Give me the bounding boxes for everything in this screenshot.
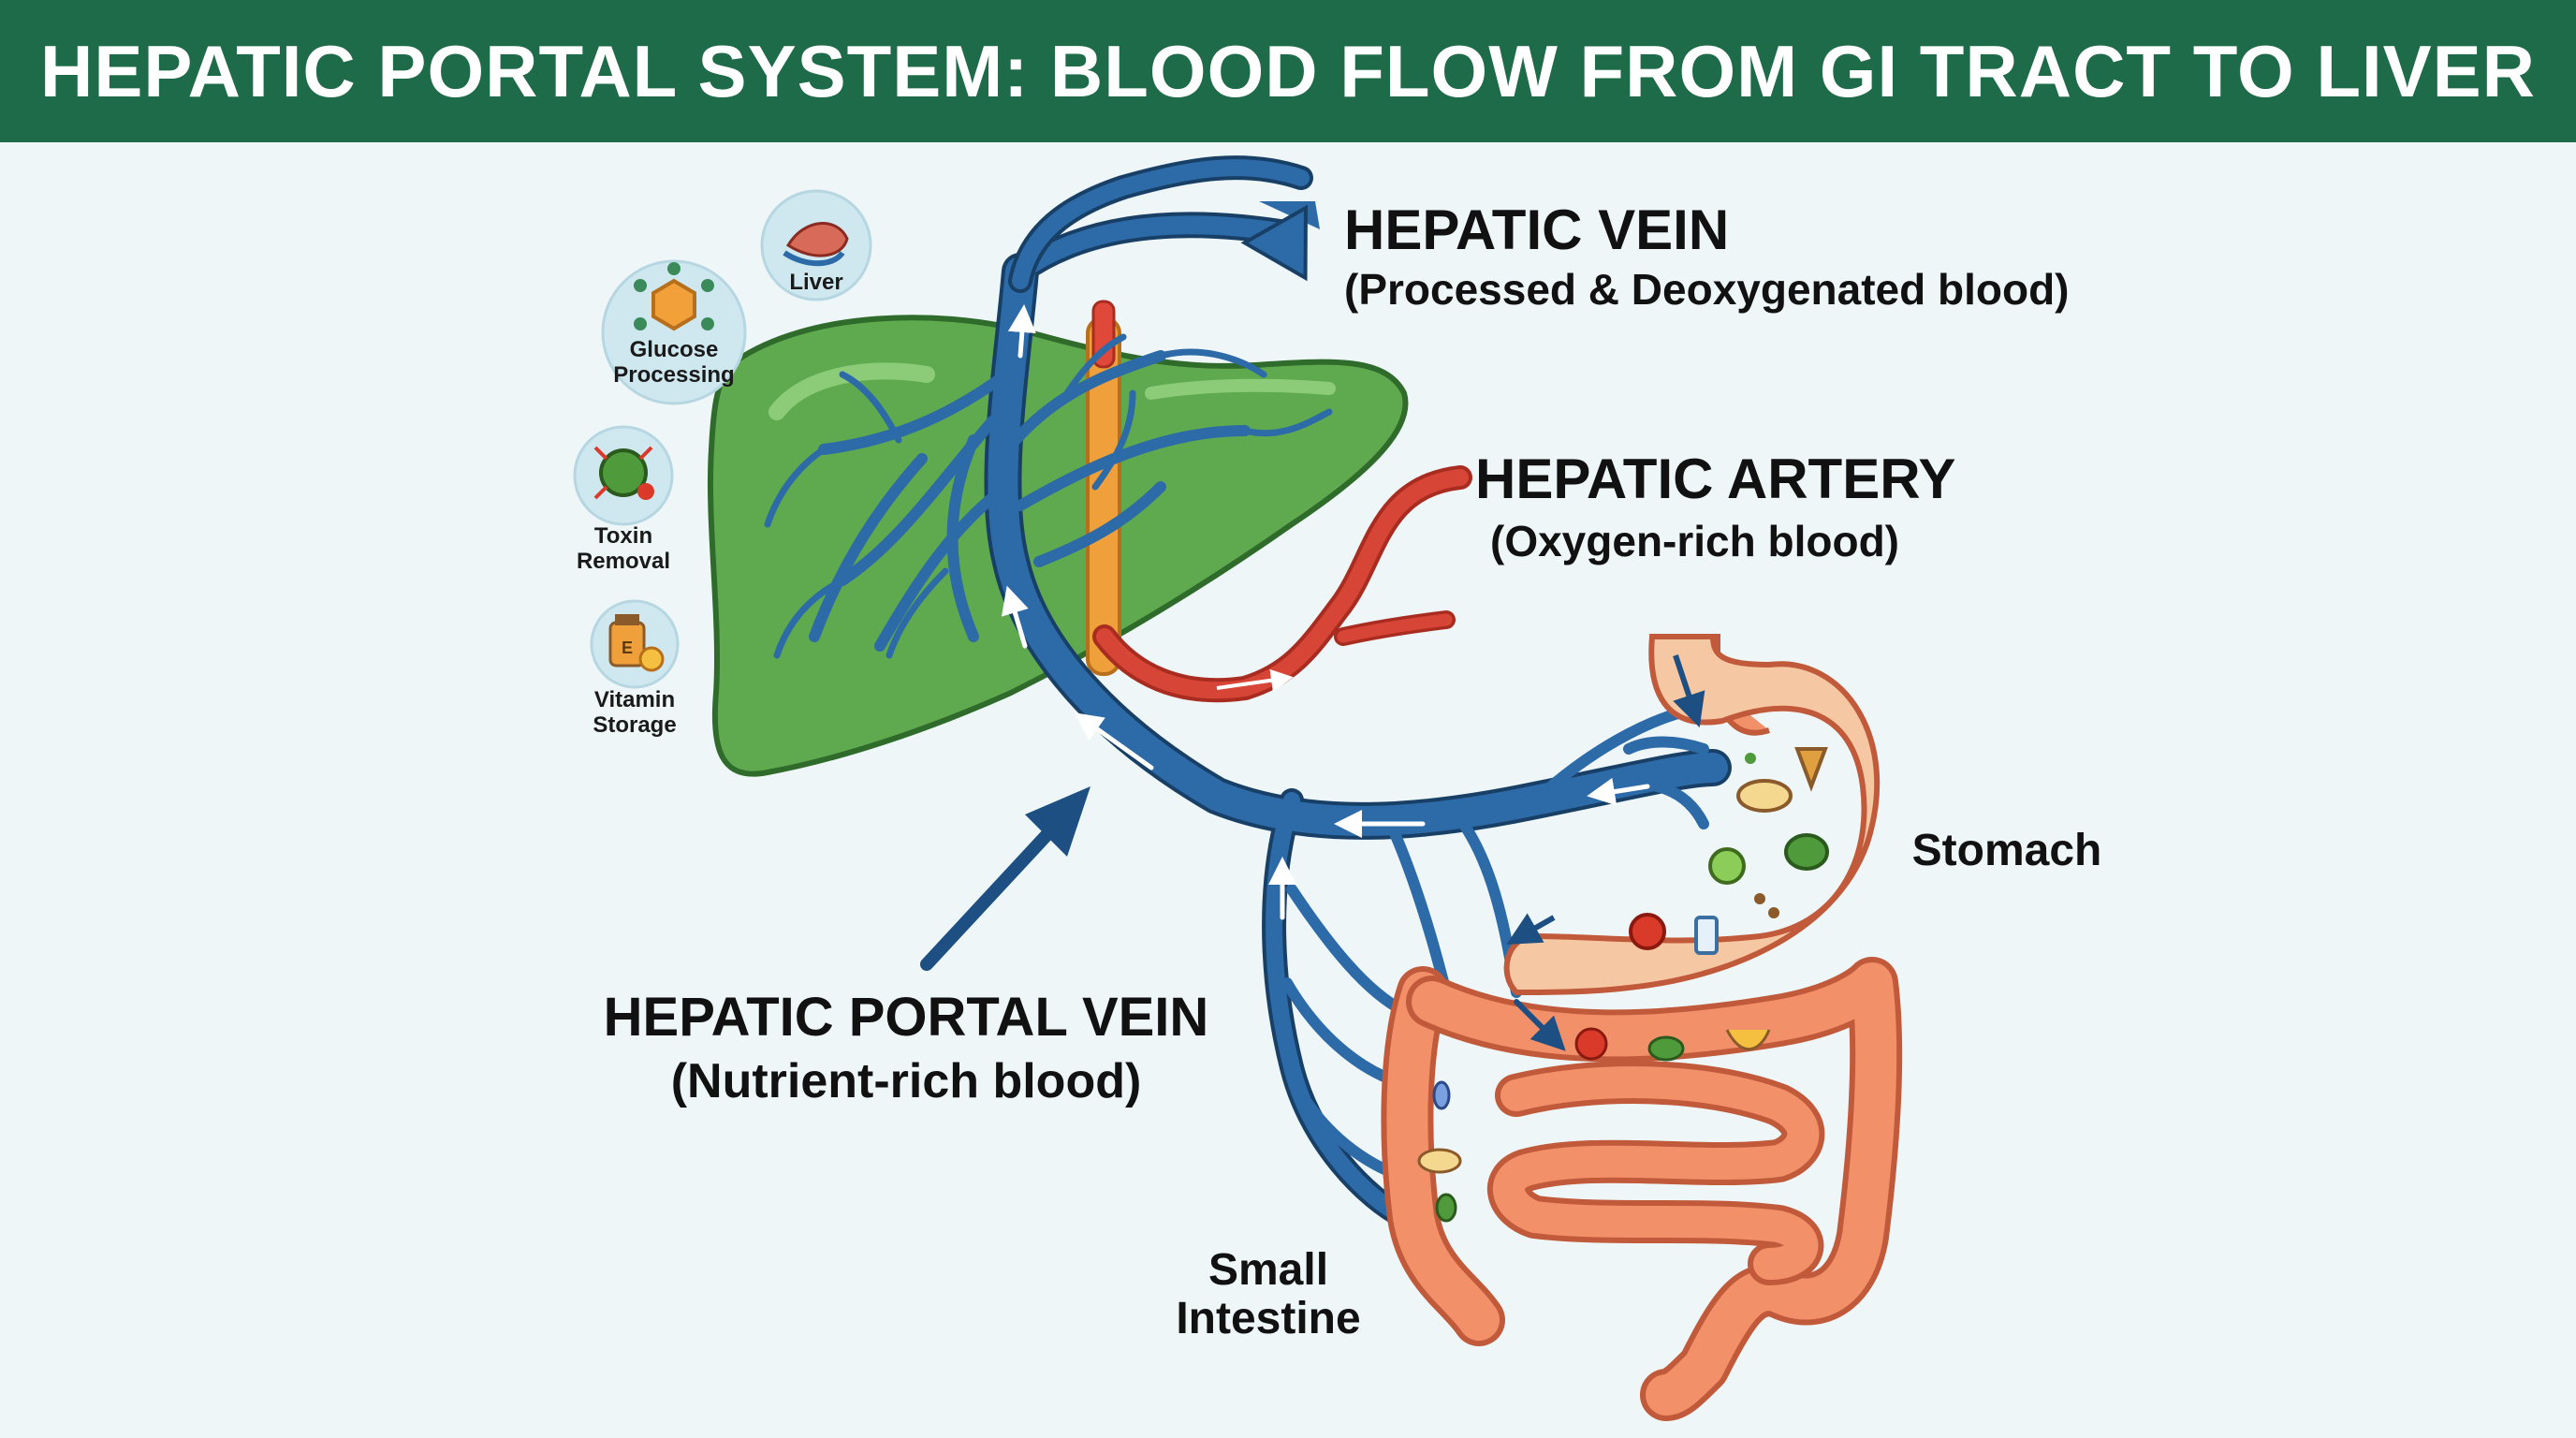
hepatic-vein-subtitle: (Processed & Deoxygenated blood)	[1344, 265, 2070, 314]
bubble-liver: Liver	[760, 189, 872, 301]
bubble-toxin-line1: Toxin	[594, 523, 652, 549]
portal-vein-pointer	[920, 786, 1090, 971]
bubble-vitamin-line1: Vitamin	[594, 687, 675, 712]
toxin-icon	[599, 448, 648, 497]
page-title: HEPATIC PORTAL SYSTEM: BLOOD FLOW FROM G…	[39, 29, 2537, 112]
hand-icon	[783, 250, 845, 267]
hepatic-vein-title: HEPATIC VEIN	[1344, 198, 1729, 261]
bubble-toxin-line2: Removal	[577, 549, 670, 574]
hepatic-artery-vessel	[1092, 465, 1472, 703]
hepatic-artery-subtitle: (Oxygen-rich blood)	[1490, 517, 1899, 565]
portal-vein-vessels	[764, 155, 1732, 1229]
portal-vein-subtitle: (Nutrient-rich blood)	[671, 1054, 1142, 1108]
bubble-glucose: Glucose Processing	[601, 259, 747, 405]
molecule-icon	[634, 262, 714, 331]
portal-vein-title: HEPATIC PORTAL VEIN	[604, 987, 1209, 1048]
title-banner: HEPATIC PORTAL SYSTEM: BLOOD FLOW FROM G…	[0, 0, 2576, 142]
liver-icon	[785, 222, 849, 257]
bubble-vitamin-line2: Storage	[593, 712, 676, 738]
stomach	[1503, 634, 1881, 996]
hepatic-artery-title: HEPATIC ARTERY	[1475, 448, 1955, 510]
bubble-liver-label: Liver	[789, 270, 842, 295]
vitamin-letter: E	[622, 638, 633, 657]
small-intestine-label-line2: Intestine	[1176, 1294, 1360, 1343]
bubble-vitamin: E Vitamin Storage	[590, 599, 680, 738]
liver-right-highlight	[1145, 378, 1336, 400]
stomach-label: Stomach	[1912, 826, 2102, 875]
vena-cava	[1086, 300, 1121, 676]
small-intestine-label-line1: Small	[1208, 1245, 1328, 1295]
intestines	[1381, 957, 1903, 1421]
liver	[708, 315, 1409, 777]
bubble-glucose-line2: Processing	[613, 362, 734, 388]
intestine-food	[1417, 1027, 1771, 1223]
bubble-glucose-line1: Glucose	[630, 337, 719, 362]
bubble-toxin: Toxin Removal	[573, 425, 674, 574]
